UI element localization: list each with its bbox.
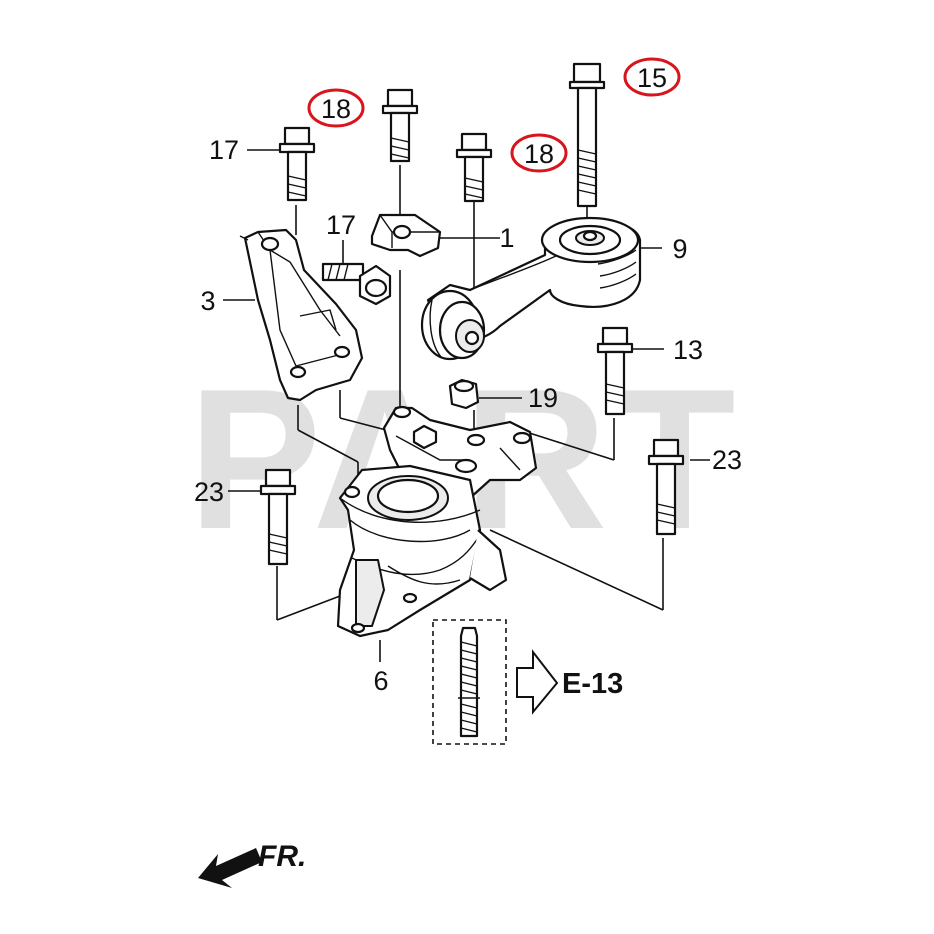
highlight-ring-18-upper bbox=[307, 88, 365, 128]
callout-9: 9 bbox=[672, 234, 687, 264]
front-arrow bbox=[198, 848, 262, 888]
callout-17-upper: 17 bbox=[209, 135, 239, 165]
bolt-18-upper bbox=[381, 88, 419, 163]
part-3-bracket bbox=[239, 228, 364, 402]
nut-19 bbox=[448, 378, 480, 410]
bolt-15 bbox=[568, 62, 606, 208]
reference-label: E-13 bbox=[562, 668, 623, 700]
bolt-17-upper bbox=[278, 126, 316, 202]
callout-3: 3 bbox=[200, 286, 215, 316]
bolt-23-left bbox=[259, 468, 297, 566]
highlight-ring-18-middle bbox=[510, 133, 568, 173]
callout-17-horizontal: 17 bbox=[326, 210, 356, 240]
stud-detail bbox=[432, 619, 507, 745]
callout-19: 19 bbox=[528, 383, 558, 413]
callout-23-left: 23 bbox=[194, 477, 224, 507]
callout-18-upper: 18 bbox=[321, 94, 351, 124]
callout-18-middle: 18 bbox=[524, 139, 554, 169]
callout-1: 1 bbox=[499, 223, 514, 253]
callout-13: 13 bbox=[673, 335, 703, 365]
bolt-13 bbox=[596, 326, 634, 416]
reference-arrow bbox=[516, 649, 559, 715]
highlight-ring-15 bbox=[623, 57, 681, 97]
part-9-torque-rod bbox=[420, 216, 642, 361]
bolt-17-horizontal bbox=[321, 262, 392, 306]
callout-6: 6 bbox=[373, 666, 388, 696]
front-label: FR. bbox=[258, 840, 306, 873]
callout-15: 15 bbox=[637, 63, 667, 93]
bolt-18-middle bbox=[455, 132, 493, 203]
part-1-bracket bbox=[370, 213, 442, 258]
bolt-23-right bbox=[647, 438, 685, 536]
callout-23-right: 23 bbox=[712, 445, 742, 475]
part-6-engine-mount bbox=[336, 464, 508, 638]
leader-lines bbox=[223, 149, 710, 662]
